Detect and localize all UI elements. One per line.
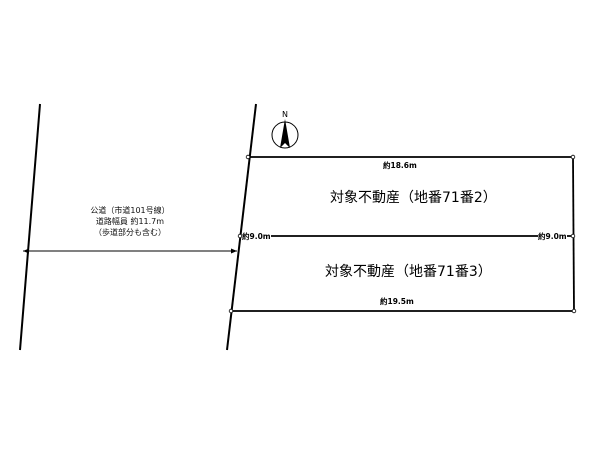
dimension-bottom: 約19.5m <box>380 296 414 307</box>
north-label: N <box>282 110 288 119</box>
road-width-arrowhead-right <box>231 248 237 254</box>
road-label: 公道（市道101号線） 道路幅員 約11.7m （歩道部分も含む） <box>70 205 190 238</box>
road-left-edge <box>19 103 41 351</box>
road-width-arrowhead-left <box>23 248 29 254</box>
dimension-left-depth: 約9.0m <box>242 231 271 242</box>
road-note: （歩道部分も含む） <box>94 228 166 237</box>
dimension-top: 約18.6m <box>383 160 417 171</box>
road-width: 道路幅員 約11.7m <box>95 217 165 226</box>
corner-markers <box>228 154 577 314</box>
lot-71-2-label: 対象不動産（地番71番2） <box>330 190 497 206</box>
north-arrow-icon: N <box>271 110 299 149</box>
lot-71-3-label: 対象不動産（地番71番3） <box>325 264 492 280</box>
road-name: 公道（市道101号線） <box>90 206 170 215</box>
dimension-right-depth: 約9.0m <box>538 231 567 242</box>
